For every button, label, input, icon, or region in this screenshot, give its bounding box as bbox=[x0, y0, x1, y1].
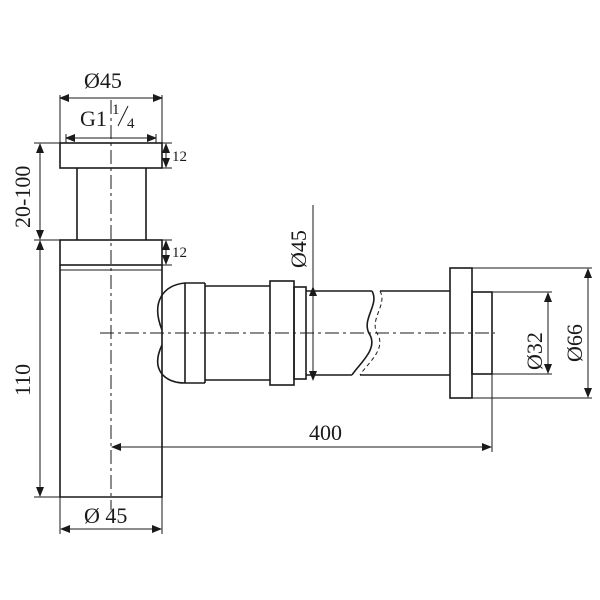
thread-label: G1 bbox=[80, 106, 107, 131]
trap-body bbox=[59, 100, 163, 510]
top-flange-height-label: 12 bbox=[172, 149, 187, 165]
thread-fraction-numerator: 1 bbox=[112, 102, 120, 118]
dim-top-diameter: Ø45 bbox=[59, 68, 163, 143]
pipe-diameter-label: Ø45 bbox=[286, 230, 311, 268]
main-body bbox=[59, 265, 163, 498]
dim-bottom-diameter: Ø 45 bbox=[59, 497, 163, 534]
dim-pipe-diameter: Ø45 bbox=[286, 205, 317, 381]
dim-thread: G1 1 4 bbox=[65, 102, 157, 143]
dim-length: 400 bbox=[111, 374, 493, 452]
body-height-label: 110 bbox=[10, 364, 35, 396]
dim-left-heights: 20-100 110 bbox=[10, 142, 60, 498]
mid-flange-height-label: 12 bbox=[172, 245, 187, 261]
bottom-diameter-label: Ø 45 bbox=[84, 503, 127, 528]
thread-fraction-denominator: 4 bbox=[127, 116, 135, 132]
top-diameter-label: Ø45 bbox=[84, 68, 122, 93]
length-label: 400 bbox=[309, 420, 342, 445]
outlet-pipe bbox=[100, 267, 495, 399]
outlet-outer-diameter-label: Ø66 bbox=[562, 324, 587, 362]
dim-flange-heights: 12 12 bbox=[162, 142, 187, 266]
adjust-range-label: 20-100 bbox=[10, 166, 35, 228]
dim-outlet-diameters: Ø32 Ø66 bbox=[472, 267, 592, 399]
outlet-inner-diameter-label: Ø32 bbox=[522, 332, 547, 370]
